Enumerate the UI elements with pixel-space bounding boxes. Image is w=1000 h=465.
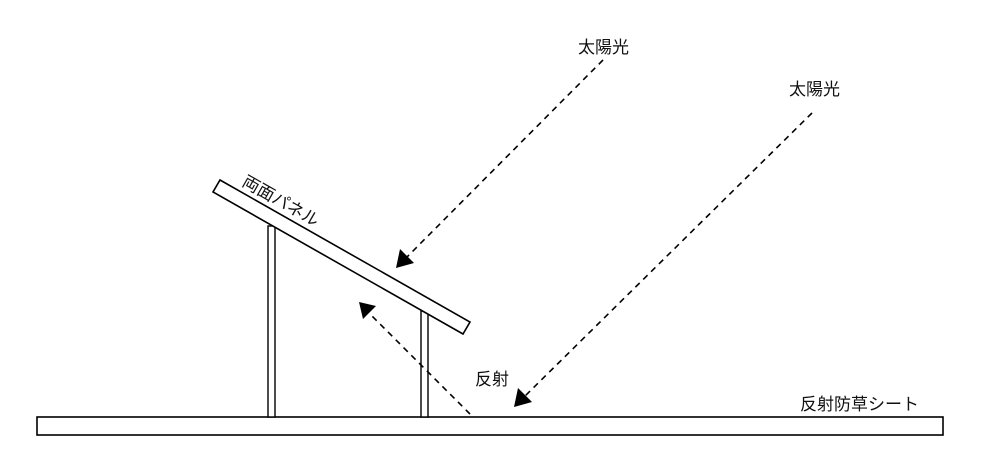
sunlight-ray-1 (405, 59, 604, 259)
sheet-label: 反射防草シート (800, 395, 919, 415)
reflected-ray-arrowhead (359, 302, 376, 319)
sunlight-ray-2-arrowhead (514, 388, 532, 407)
sunlight-ray-1-arrowhead (396, 249, 414, 268)
bifacial-panel (211, 178, 472, 336)
reflected-ray (367, 311, 471, 415)
reflection-label: 反射 (475, 370, 509, 390)
support-post-right (420, 310, 429, 418)
sunlight-ray-2 (523, 112, 813, 398)
support-post-left (267, 225, 276, 418)
sunlight-label-1: 太陽光 (578, 38, 629, 58)
reflective-weed-sheet (36, 416, 944, 436)
sunlight-label-2: 太陽光 (789, 80, 840, 100)
